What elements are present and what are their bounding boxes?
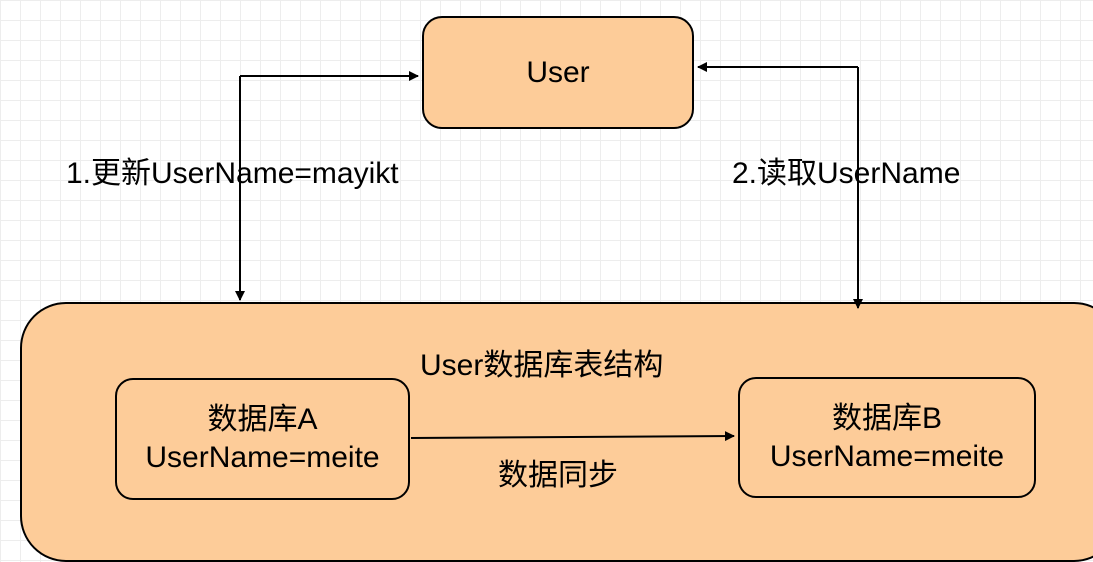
database-a-value: UserName=meite [145,441,380,474]
sync-edge-label: 数据同步 [498,459,618,492]
diagram-canvas: User User数据库表结构 数据库A UserName=meite 数据库B… [20,16,1093,562]
database-a-name: 数据库A [207,403,318,436]
database-b-name: 数据库B [831,401,942,435]
user-node-label: User [526,55,590,89]
container-title: User数据库表结构 [420,349,664,382]
connector-layer [235,62,863,442]
database-b-value: UserName=meite [769,439,1005,473]
update-edge-label: 1.更新UserName=mayikt [66,157,399,190]
user-node: User [422,16,694,129]
sync-arrow [410,431,735,442]
database-b-node: 数据库B UserName=meite [738,377,1036,498]
database-a-node: 数据库A UserName=meite [115,378,410,500]
read-edge-label: 2.读取UserName [732,157,961,190]
